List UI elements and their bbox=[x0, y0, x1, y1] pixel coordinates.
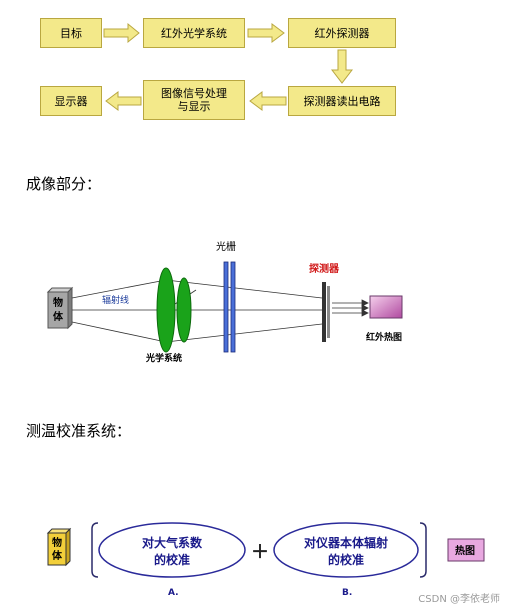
ellipse-instrument-calibration bbox=[273, 522, 419, 578]
calib-object bbox=[46, 527, 72, 567]
ellipse-atmosphere-calibration bbox=[98, 522, 246, 578]
ellipse-a-line-2: 的校准 bbox=[154, 552, 190, 567]
left-bracket bbox=[91, 522, 99, 578]
flow-box-ir-optics: 红外光学系统 bbox=[143, 18, 245, 48]
ellipse-b-line-2: 的校准 bbox=[328, 552, 364, 567]
radiation-label: 辐射线 bbox=[102, 294, 129, 306]
lens-1 bbox=[156, 267, 176, 353]
flow-box-display: 显示器 bbox=[40, 86, 102, 116]
flow-box-image-processing: 图像信号处理 与显示 bbox=[143, 80, 245, 120]
detector bbox=[322, 282, 330, 342]
flow-box-ir-detector: 红外探测器 bbox=[288, 18, 396, 48]
arrow-right-2 bbox=[247, 23, 285, 43]
ellipse-a-line-1: 对大气系数 bbox=[142, 535, 203, 550]
optics-label: 光学系统 bbox=[145, 352, 182, 364]
output-label: 红外热图 bbox=[366, 331, 402, 343]
imaging-object-label-1: 物 bbox=[53, 296, 63, 309]
calib-object-label-1: 物 bbox=[52, 536, 62, 549]
imaging-diagram: 物 体 辐射线 光学系统 光栅 探测器 bbox=[46, 240, 403, 364]
rays bbox=[71, 279, 323, 343]
right-bracket bbox=[419, 522, 427, 578]
imaging-object-label-2: 体 bbox=[53, 310, 64, 323]
tag-b: B. bbox=[342, 588, 352, 598]
grating bbox=[223, 261, 236, 353]
arrow-right-1 bbox=[103, 22, 140, 44]
flow-box-target: 目标 bbox=[40, 18, 102, 48]
heading-calibration: 测温校准系统： bbox=[26, 422, 132, 440]
output-arrows bbox=[332, 299, 369, 317]
calib-object-label-2: 体 bbox=[52, 549, 63, 562]
result-heatmap-box bbox=[447, 538, 485, 562]
tag-a: A. bbox=[168, 588, 179, 598]
arrow-left-2 bbox=[105, 91, 142, 111]
grating-label: 光栅 bbox=[216, 240, 236, 253]
result-label: 热图 bbox=[455, 544, 475, 557]
detector-label: 探测器 bbox=[309, 262, 340, 275]
flowchart-arrows bbox=[103, 22, 354, 111]
ir-thermal-image bbox=[369, 295, 403, 319]
ellipse-b-line-1: 对仪器本体辐射 bbox=[304, 535, 388, 550]
heading-imaging: 成像部分： bbox=[26, 175, 102, 193]
arrow-left-1 bbox=[249, 91, 287, 111]
watermark: CSDN @李依老师 bbox=[418, 594, 500, 605]
imaging-object bbox=[46, 286, 74, 330]
plus-symbol: ＋ bbox=[251, 542, 269, 563]
calibration-diagram: 物 体 对大气系数 的校准 A. ＋ 对仪器本体辐射 的校准 B. 热图 bbox=[46, 522, 485, 598]
flow-box-readout-circuit: 探测器读出电路 bbox=[288, 86, 396, 116]
arrow-down bbox=[330, 49, 354, 84]
lens-2 bbox=[176, 277, 192, 343]
